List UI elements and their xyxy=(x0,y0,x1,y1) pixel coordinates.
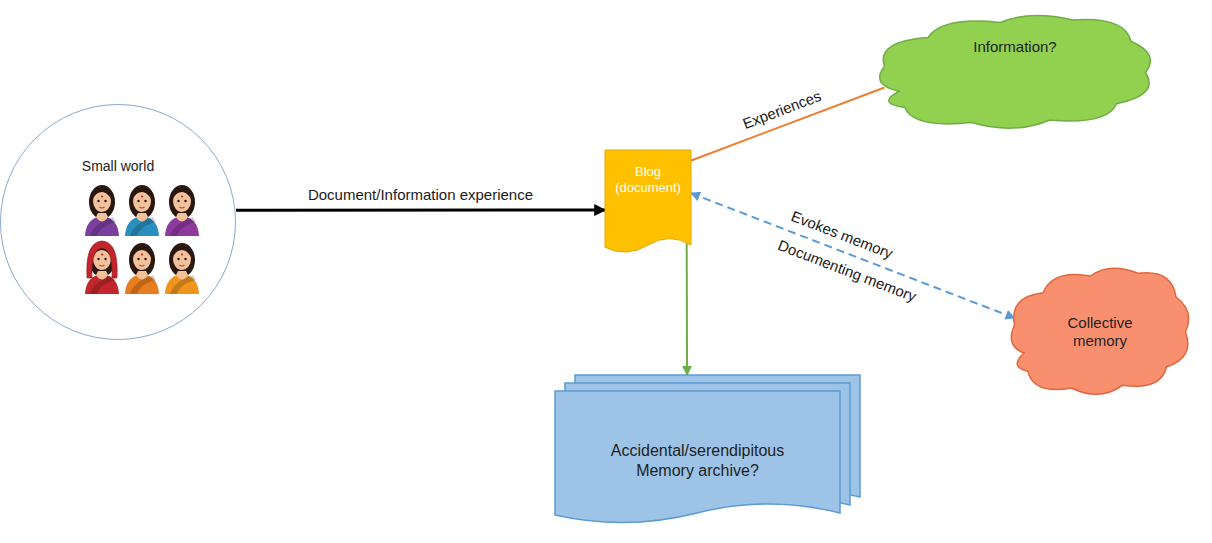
memory-archive-stack: Accidental/serendipitous Memory archive? xyxy=(555,375,860,540)
woman-icon xyxy=(85,185,119,236)
document-shape xyxy=(605,150,691,252)
connector xyxy=(691,193,1015,318)
woman-icon xyxy=(165,185,199,236)
collective-memory-cloud: Collective memory xyxy=(1005,262,1195,402)
node-text: Blog (document) xyxy=(613,164,683,195)
cloud-shape xyxy=(1011,268,1188,394)
document-page xyxy=(555,391,840,523)
node-text: Collective memory xyxy=(1050,314,1150,350)
node-text: Information? xyxy=(973,38,1056,56)
information-cloud: Information? xyxy=(870,10,1160,135)
blog-document: Blog (document) xyxy=(605,150,691,258)
woman-icon xyxy=(125,185,159,236)
edge-label: Document/Information experience xyxy=(308,186,533,204)
woman-icon xyxy=(125,243,159,294)
node-text: Small world xyxy=(82,158,154,175)
head-veil xyxy=(87,241,117,278)
node-text: Accidental/serendipitous Memory archive? xyxy=(593,441,803,479)
connector xyxy=(236,209,605,212)
cloud-shape xyxy=(880,16,1151,129)
information-cloud-outline xyxy=(870,10,1160,135)
connector xyxy=(686,243,688,375)
connector xyxy=(691,88,885,161)
woman-icon xyxy=(165,243,199,294)
small-world-circle: Small world xyxy=(0,104,236,340)
